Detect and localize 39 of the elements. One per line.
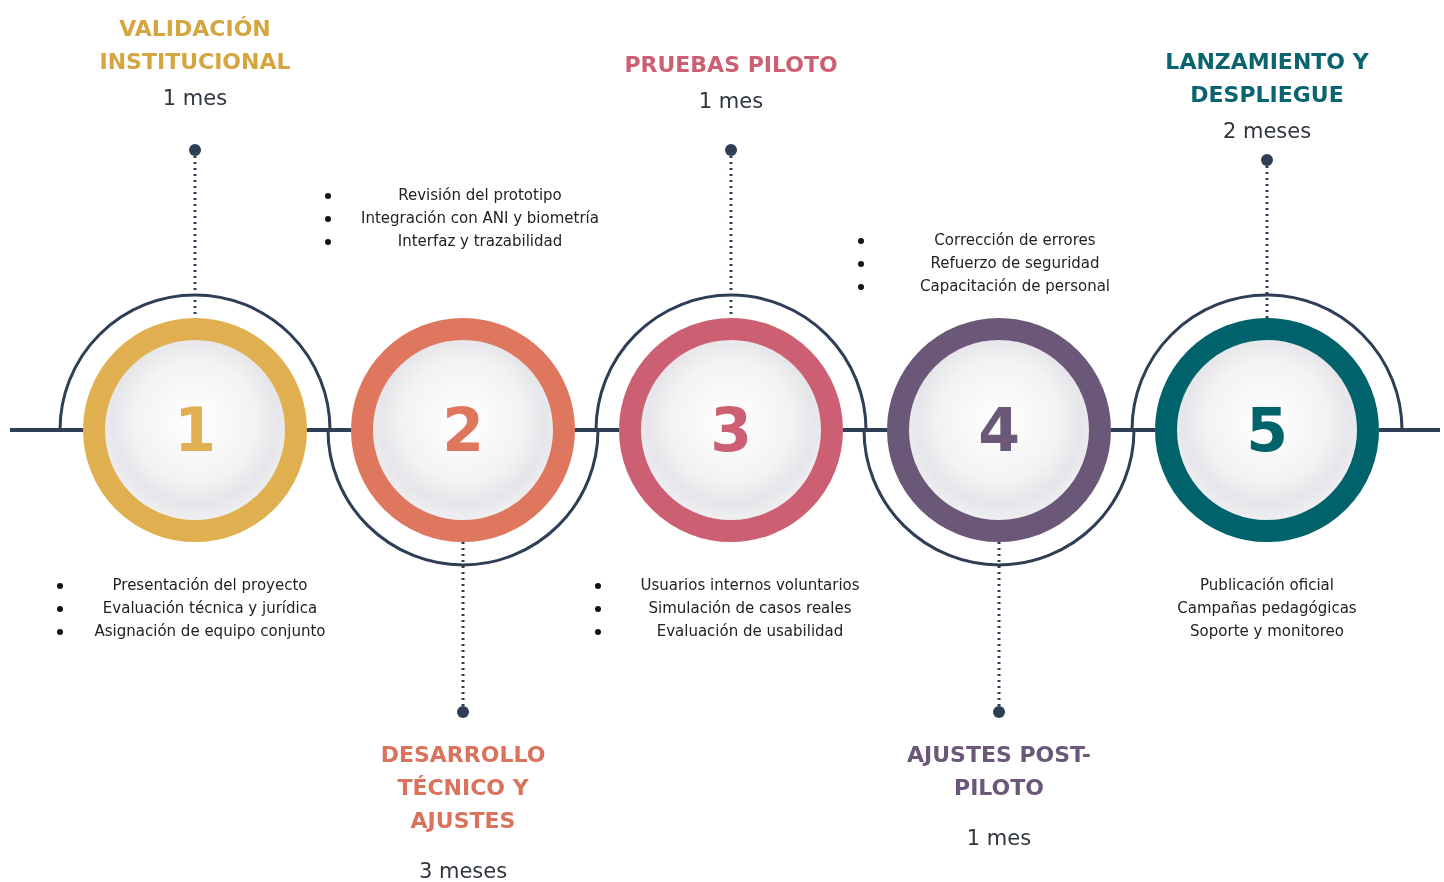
list-item: Revisión del prototipo <box>398 185 562 206</box>
duration-text: 3 meses <box>418 859 508 882</box>
timeline-line <box>1111 428 1155 432</box>
list-item: Corrección de errores <box>934 230 1096 251</box>
list-item: Evaluación de usabilidad <box>656 621 844 642</box>
list-item: Soporte y monitoreo <box>1190 621 1344 642</box>
phase-title: LANZAMIENTO Y DESPLIEGUE <box>1164 48 1370 109</box>
timeline-line <box>10 428 83 432</box>
step-number: 5 <box>1246 395 1288 465</box>
timeline-line <box>843 428 887 432</box>
duration-text: 2 meses <box>1222 119 1312 143</box>
step-number: 1 <box>174 395 216 465</box>
list-item: Simulación de casos reales <box>648 598 852 619</box>
timeline-line <box>575 428 619 432</box>
list-item: Campañas pedagógicas <box>1177 598 1357 619</box>
list-item: Refuerzo de seguridad <box>930 253 1100 274</box>
phase-title: AJUSTES POST-PILOTO <box>905 741 1092 802</box>
phase-title: DESARROLLO TÉCNICO Y AJUSTES <box>379 741 547 835</box>
timeline-line <box>307 428 351 432</box>
step-number: 4 <box>978 395 1020 465</box>
step-number: 2 <box>442 395 484 465</box>
list-item: Evaluación técnica y jurídica <box>102 598 318 619</box>
list-item: Interfaz y trazabilidad <box>397 231 563 252</box>
duration-text: 1 mes <box>698 89 764 113</box>
phase-title: PRUEBAS PILOTO <box>624 51 838 79</box>
duration-text: 1 mes <box>966 826 1032 850</box>
leader-line <box>993 542 1005 718</box>
list-item: Integración con ANI y biometría <box>361 208 599 229</box>
list-item: Publicación oficial <box>1200 575 1334 596</box>
list-item: Asignación de equipo conjunto <box>94 621 326 642</box>
duration-text: 1 mes <box>162 86 228 110</box>
timeline-line <box>1379 428 1440 432</box>
leader-line <box>1261 154 1273 318</box>
list-item: Capacitación de personal <box>920 276 1110 297</box>
phase-title: VALIDACIÓN INSTITUCIONAL <box>98 15 292 76</box>
leader-line <box>457 542 469 718</box>
list-item: Presentación del proyecto <box>112 575 308 596</box>
step-number: 3 <box>710 395 752 465</box>
list-item: Usuarios internos voluntarios <box>640 575 860 596</box>
